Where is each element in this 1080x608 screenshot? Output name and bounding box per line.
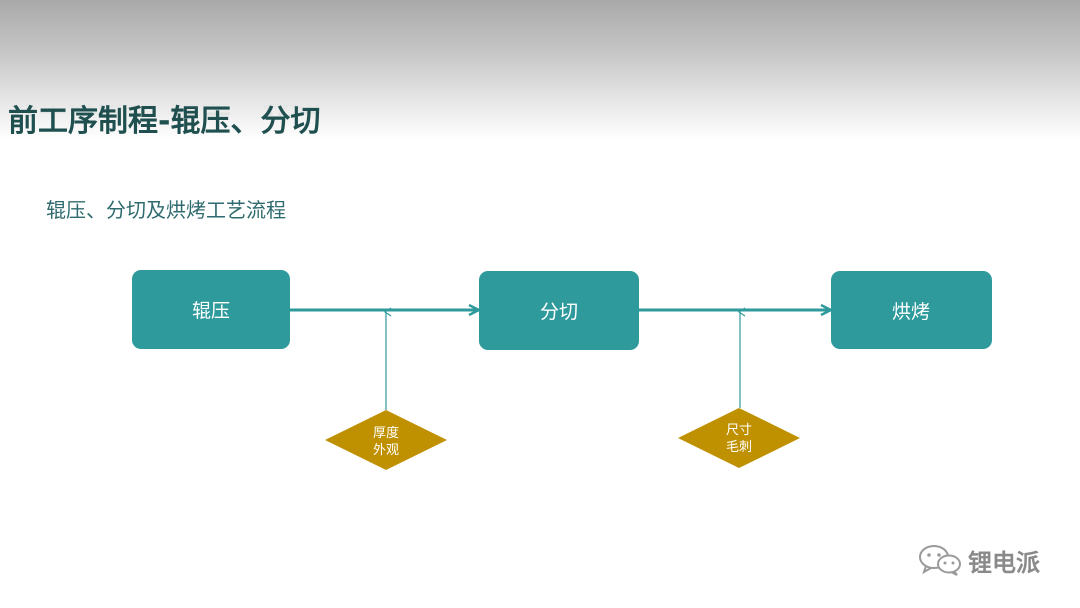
header-band [0, 0, 1080, 140]
checkpoint-thickness-appearance: 厚度 外观 [325, 410, 447, 470]
slide-subtitle: 辊压、分切及烘烤工艺流程 [46, 198, 286, 222]
wechat-icon [919, 545, 961, 576]
step-baking: 烘烤 [831, 271, 992, 349]
step-rolling-label: 辊压 [192, 300, 230, 322]
step-rolling: 辊压 [132, 270, 290, 349]
watermark-text: 锂电派 [968, 548, 1040, 577]
checkpoint-size-burr: 尺寸 毛刺 [678, 408, 800, 468]
step-slitting-label: 分切 [540, 301, 578, 323]
step-slitting: 分切 [479, 271, 639, 350]
checkpoint-1-line1: 厚度 [373, 425, 399, 441]
checkpoint-2-line1: 尺寸 [726, 423, 752, 438]
checkpoint-2-line2: 毛刺 [726, 440, 752, 455]
step-baking-label: 烘烤 [892, 301, 930, 323]
checkpoint-1-line2: 外观 [373, 443, 399, 458]
watermark: 锂电派 [918, 540, 1040, 580]
slide-title: 前工序制程-辊压、分切 [8, 104, 321, 139]
